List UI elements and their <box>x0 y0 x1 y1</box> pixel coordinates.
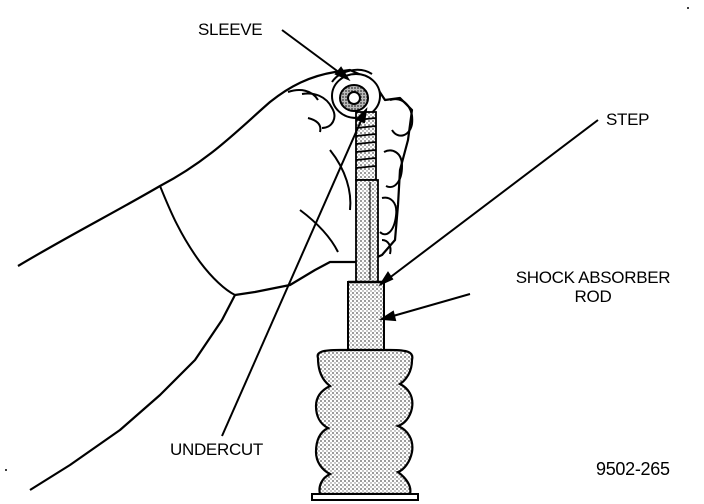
scan-dot <box>687 7 689 9</box>
bellows-boot <box>314 348 414 496</box>
rod-upper <box>355 179 379 283</box>
bellows-base <box>311 493 419 501</box>
undercut-label: UNDERCUT <box>170 440 263 459</box>
sleeve-label: SLEEVE <box>198 20 263 39</box>
scan-dot <box>5 469 7 471</box>
leader-lines <box>221 29 599 437</box>
rod-threaded <box>355 111 377 181</box>
shock-absorber-label-line2: ROD <box>574 287 612 306</box>
rod-lower <box>347 281 385 355</box>
step-label: STEP <box>606 110 650 129</box>
figure-number: 9502-265 <box>596 459 670 479</box>
shock-absorber-rod-label: SHOCK ABSORBER ROD <box>486 268 700 306</box>
fingers <box>287 89 414 255</box>
glove-cuff <box>159 185 236 296</box>
shock-absorber-label-line1: SHOCK ABSORBER <box>515 268 671 287</box>
sleeve-tool <box>331 68 381 119</box>
